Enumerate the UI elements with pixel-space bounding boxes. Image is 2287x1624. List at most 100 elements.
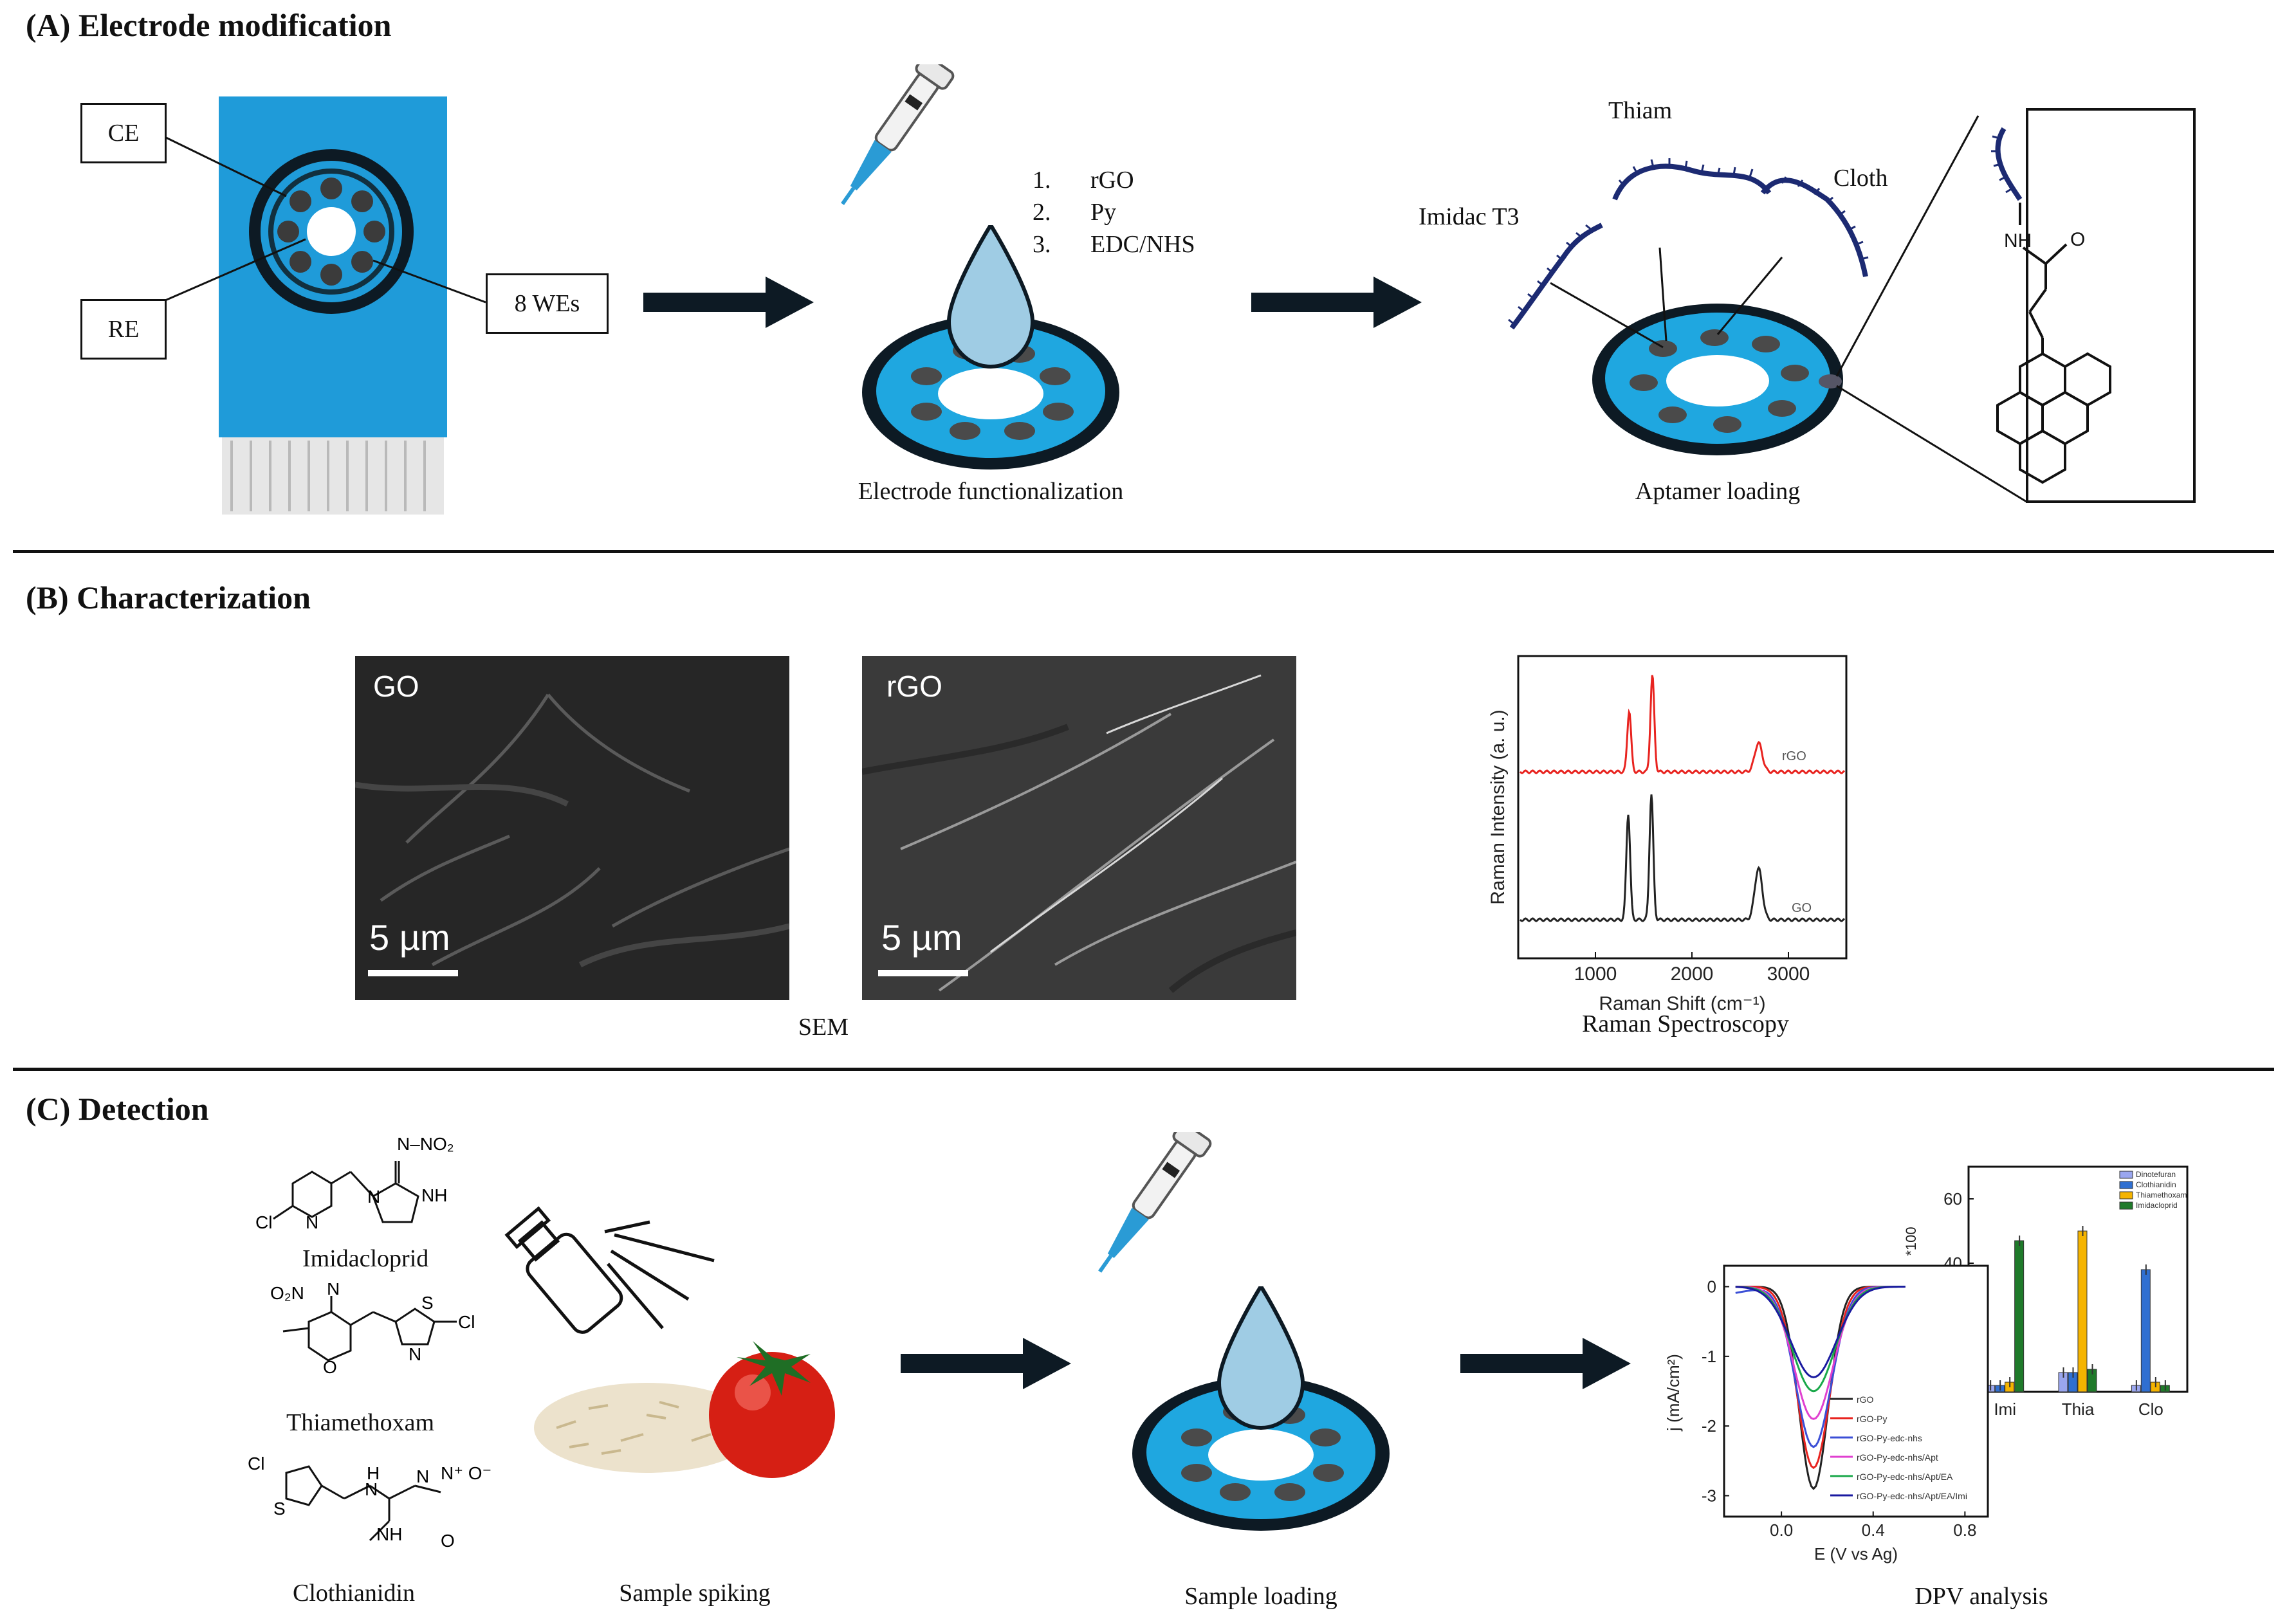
arrow-right-icon [901,1338,1071,1389]
dpv-y-tick-label: 0 [1707,1277,1716,1297]
step-item: 2.Py [1033,199,1117,226]
svg-text:NH: NH [421,1185,447,1205]
arrow-right-icon [1251,277,1422,328]
aptamer-cloth-label: Cloth [1833,165,1888,192]
bar-category-label: Thia [2062,1400,2095,1419]
svg-text:O: O [441,1531,455,1551]
raman-series-label: rGO [1782,749,1806,763]
dpv-chart: rGOrGO-PyrGO-Py-edc-nhsrGO-Py-edc-nhs/Ap… [1664,1264,1989,1564]
dpv-y-tick-label: -2 [1702,1416,1716,1436]
dpv-y-ticks: 0 -1 -2 -3 [1702,1277,1729,1506]
wes-label: 8 WEs [486,273,609,334]
arrow-right-icon [643,277,814,328]
dpv-x-tick-label: 0.0 [1770,1520,1793,1540]
dpv-y-tick-label: -3 [1702,1486,1716,1506]
svg-text:NH: NH [376,1524,402,1544]
dpv-legend-label: rGO-Py-edc-nhs/Apt [1857,1452,1938,1463]
bar-mark [2140,1269,2151,1392]
raman-y-axis-label: Raman Intensity (a. u.) [1487,709,1509,904]
scale-bar [878,970,968,976]
dpv-legend: rGOrGO-PyrGO-Py-edc-nhsrGO-Py-edc-nhs/Ap… [1830,1394,1967,1501]
functionalization-caption: Electrode functionalization [858,478,1124,505]
step-item: 3.EDC/NHS [1033,231,1195,258]
dpv-y-tick-label: -1 [1702,1347,1716,1366]
sample-loading-caption: Sample loading [1184,1583,1337,1610]
callout-lines [160,134,486,304]
dpv-y-axis-label: j (mA/cm²) [1664,1354,1683,1432]
dpv-legend-label: rGO-Py-edc-nhs/Apt/EA/Imi [1857,1491,1967,1501]
raman-caption: Raman Spectroscopy [1582,1010,1789,1037]
arrow-right-icon [1460,1338,1631,1389]
svg-text:N⁺ O⁻: N⁺ O⁻ [441,1463,491,1483]
rice-tomato-image [534,1341,835,1478]
bar-legend: DinotefuranClothianidinThiamethoxamImida… [2119,1170,2187,1210]
spray-bottle-icon [504,1206,715,1334]
imidacloprid-label: Imidacloprid [302,1245,429,1272]
bar-plot-area [1985,1226,2170,1392]
svg-text:N: N [416,1466,429,1486]
raman-tick-label: 1000 [1574,963,1617,985]
aptamer-thiam-label: Thiam [1608,97,1673,124]
sem-caption: SEM [798,1014,849,1041]
bar-legend-label: Clothianidin [2136,1180,2176,1189]
svg-text:N: N [409,1344,421,1364]
bar-category-labels: Imi Thia Clo [1994,1400,2163,1419]
dpv-legend-label: rGO [1857,1394,1874,1405]
svg-text:O₂N: O₂N [270,1283,304,1303]
bar-y-axis-fragment: *100 [1903,1227,1919,1255]
section-b-title: (B) Characterization [26,579,311,616]
dpv-analysis-caption: DPV analysis [1915,1583,2048,1610]
bar-y-tick-label: 60 [1943,1189,1962,1209]
svg-text:H: H [367,1463,380,1483]
bar-legend-label: Thiamethoxam [2136,1191,2187,1200]
sem-rgo-tag: rGO [886,670,942,703]
section-divider [13,550,2274,553]
raman-x-axis-label: Raman Shift (cm⁻¹) [1599,993,1765,1014]
svg-text:S: S [273,1499,286,1519]
bar-legend-swatch [2119,1181,2133,1189]
re-label: RE [80,299,167,360]
section-c-title: (C) Detection [26,1091,209,1127]
dpv-x-axis-label: E (V vs Ag) [1814,1544,1898,1564]
step-item: 1.rGO [1033,167,1134,194]
pipette-icon [1098,1132,1212,1273]
section-divider [13,1068,2274,1071]
sample-spiking-caption: Sample spiking [619,1580,771,1607]
sem-image-rgo: rGO 5 µm [862,656,1296,1000]
aptamer-loading-diagram [1508,108,2196,503]
bar-legend-swatch [2119,1201,2133,1210]
raman-series-line [1519,794,1846,922]
bar-legend-swatch [2119,1191,2133,1200]
svg-text:S: S [421,1293,434,1313]
svg-text:Cl: Cl [248,1454,264,1473]
clothianidin-label: Clothianidin [293,1580,415,1607]
electrode-disc-functionalized [862,225,1119,470]
svg-text:N: N [365,1479,378,1499]
raman-chart: rGO GO 1000 2000 3000 Raman Intensity (a. u… [1487,655,1848,1014]
clothianidin-structure: Cl S H N N N⁺ O⁻ NH O [248,1454,491,1551]
bar-legend-label: Dinotefuran [2136,1170,2176,1179]
raman-plot-frame [1517,655,1848,960]
svg-text:O: O [323,1357,337,1377]
bar-category-label: Imi [1994,1400,2016,1419]
thiamethoxam-structure: O₂N N O S N Cl [270,1283,475,1377]
bar-legend-swatch [2119,1171,2133,1179]
raman-tick-label: 3000 [1767,963,1810,985]
bar-mark [2077,1230,2088,1392]
dpv-x-tick-label: 0.8 [1953,1520,1976,1540]
dpv-series-line [1735,1286,1906,1378]
svg-text:N–NO₂: N–NO₂ [397,1134,454,1154]
svg-text:Cl: Cl [255,1212,272,1232]
pipette-icon [841,64,955,205]
raman-tick-label: 2000 [1671,963,1714,985]
bar-category-label: Clo [2138,1400,2163,1419]
bar-legend-label: Imidacloprid [2136,1201,2178,1210]
svg-text:N: N [367,1187,380,1207]
sem-image-go: GO 5 µm [355,656,789,1000]
molecule-nh-label: NH [2004,230,2032,251]
raman-series-label: GO [1792,901,1812,915]
bar-mark [2014,1240,2025,1392]
svg-text:Cl: Cl [458,1312,475,1332]
aptamer-imidac-label: Imidac T3 [1419,203,1520,230]
imidacloprid-structure: N–NO₂ NH N N Cl [255,1134,454,1232]
